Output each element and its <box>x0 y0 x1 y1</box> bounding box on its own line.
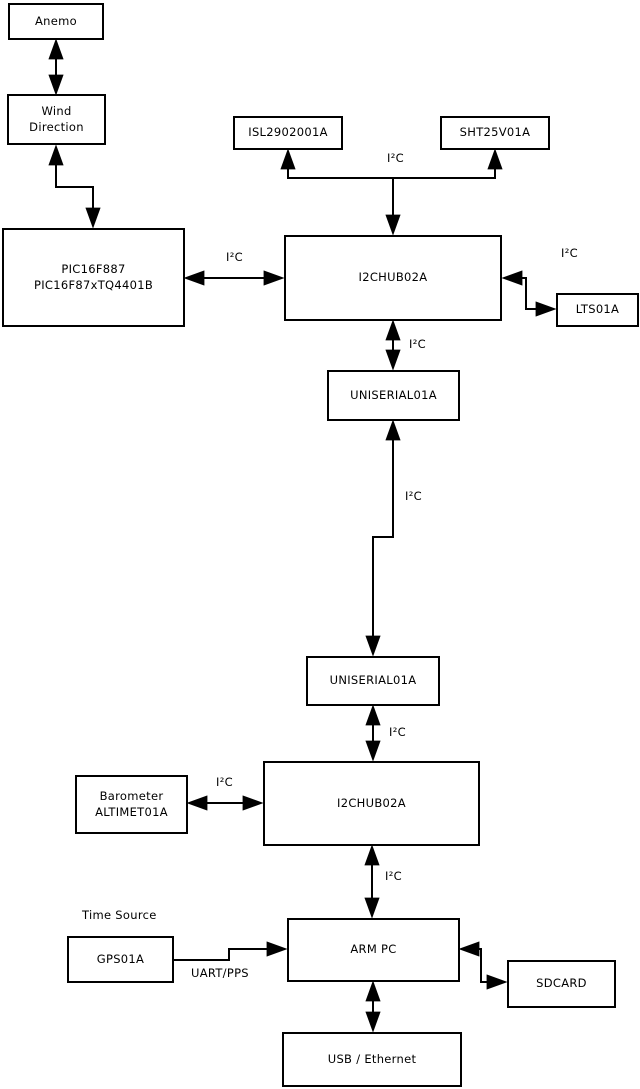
node-lts01a: LTS01A <box>556 293 639 327</box>
node-pic16f887-label: PIC16F887 PIC16F87xTQ4401B <box>33 261 154 292</box>
node-barometer-altimet01a: Barometer ALTIMET01A <box>75 775 188 834</box>
edge-hub1-lts <box>501 270 557 317</box>
node-arm-pc: ARM PC <box>287 918 460 982</box>
edge-label-i2c-sensors: I²C <box>387 151 404 165</box>
node-wind-direction-label: Wind Direction <box>29 103 84 134</box>
edge-label-i2c-barometer: I²C <box>216 775 233 789</box>
node-pic16f887: PIC16F887 PIC16F87xTQ4401B <box>2 228 185 327</box>
node-i2chub02a-2-label: I2CHUB02A <box>337 795 406 810</box>
edge-sensors-bus <box>280 148 503 179</box>
node-uniserial01a-1: UNISERIAL01A <box>327 370 460 421</box>
annotation-time-source: Time Source <box>82 908 157 922</box>
node-sht25v01a: SHT25V01A <box>440 116 550 150</box>
node-usb-ethernet-label: USB / Ethernet <box>327 1051 417 1066</box>
node-sdcard: SDCARD <box>507 960 616 1008</box>
node-i2chub02a-1: I2CHUB02A <box>284 235 502 321</box>
node-i2chub02a-1-label: I2CHUB02A <box>358 270 428 285</box>
node-anemo: Anemo <box>8 3 104 40</box>
edge-label-i2c-pic-hub1: I²C <box>226 250 243 264</box>
edge-label-i2c-hub1-uniserial1: I²C <box>409 337 426 351</box>
edge-winddirection-pic <box>48 144 101 229</box>
node-wind-direction: Wind Direction <box>7 94 106 145</box>
node-i2chub02a-2: I2CHUB02A <box>263 761 480 846</box>
node-arm-pc-label: ARM PC <box>350 942 397 957</box>
edge-label-i2c-lts: I²C <box>561 246 578 260</box>
node-uniserial01a-1-label: UNISERIAL01A <box>350 387 437 402</box>
node-sdcard-label: SDCARD <box>536 976 587 991</box>
edge-label-i2c-uniserial2-hub2: I²C <box>389 725 406 739</box>
edge-label-i2c-hub2-armpc: I²C <box>385 869 402 883</box>
node-usb-ethernet: USB / Ethernet <box>282 1032 462 1087</box>
node-uniserial01a-2: UNISERIAL01A <box>306 656 440 706</box>
node-gps01a-label: GPS01A <box>96 951 145 966</box>
node-isl2902001a-label: ISL2902001A <box>248 125 328 140</box>
node-gps01a: GPS01A <box>67 936 174 983</box>
node-uniserial01a-2-label: UNISERIAL01A <box>329 673 417 688</box>
edge-label-i2c-uniserial-link: I²C <box>405 489 422 503</box>
edge-uniserial1-uniserial2 <box>365 419 401 657</box>
edge-gps-armpc <box>173 941 288 961</box>
edge-armpc-sdcard <box>458 941 508 990</box>
node-isl2902001a: ISL2902001A <box>233 116 343 150</box>
node-lts01a-label: LTS01A <box>575 302 620 317</box>
node-barometer-altimet01a-label: Barometer ALTIMET01A <box>95 788 168 819</box>
edge-label-uart-pps: UART/PPS <box>191 966 249 980</box>
node-anemo-label: Anemo <box>35 13 77 28</box>
node-sht25v01a-label: SHT25V01A <box>459 125 531 140</box>
